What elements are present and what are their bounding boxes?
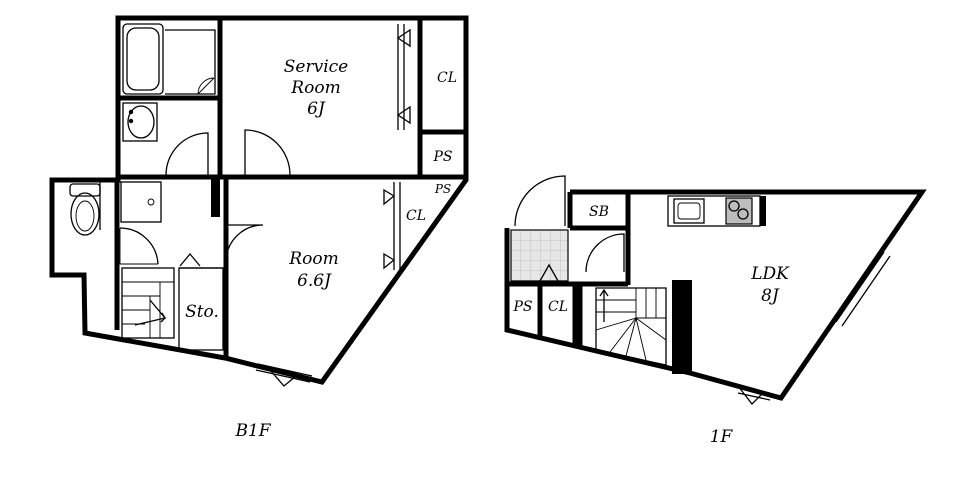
staircase xyxy=(595,287,667,366)
toilet xyxy=(69,180,101,236)
b1f-plan: Service Room 6J Room 6.6J CL CL PS PS St… xyxy=(49,15,469,441)
floor-label-b1f: B1F xyxy=(234,421,271,441)
1f-plan: LDK 8J SB PS CL 1F xyxy=(504,175,927,447)
floor-label-1f: 1F xyxy=(710,427,734,447)
shoe-box-label: SB xyxy=(589,204,609,220)
ps-label: PS xyxy=(512,299,532,315)
column xyxy=(211,177,220,217)
service-room-label-3: 6J xyxy=(307,99,326,119)
closet-label: CL xyxy=(406,208,426,224)
ps-label: PS xyxy=(434,182,451,196)
service-room-label-1: Service xyxy=(284,57,348,77)
ldk-label-2: 8J xyxy=(761,286,780,306)
ps-label: PS xyxy=(432,149,452,165)
column xyxy=(672,280,692,374)
service-room-label-2: Room xyxy=(290,78,340,98)
storage-label: Sto. xyxy=(185,302,219,322)
washbasin xyxy=(122,102,158,142)
closet-label: CL xyxy=(548,299,568,315)
kitchen-counter xyxy=(667,195,766,227)
ldk-label-1: LDK xyxy=(750,264,790,284)
closet-label: CL xyxy=(437,70,457,86)
room-label-1: Room xyxy=(288,249,338,269)
bathtub xyxy=(122,23,216,95)
staircase xyxy=(121,267,175,339)
entrance-tiles xyxy=(510,229,569,282)
room-label-2: 6.6J xyxy=(297,271,332,291)
